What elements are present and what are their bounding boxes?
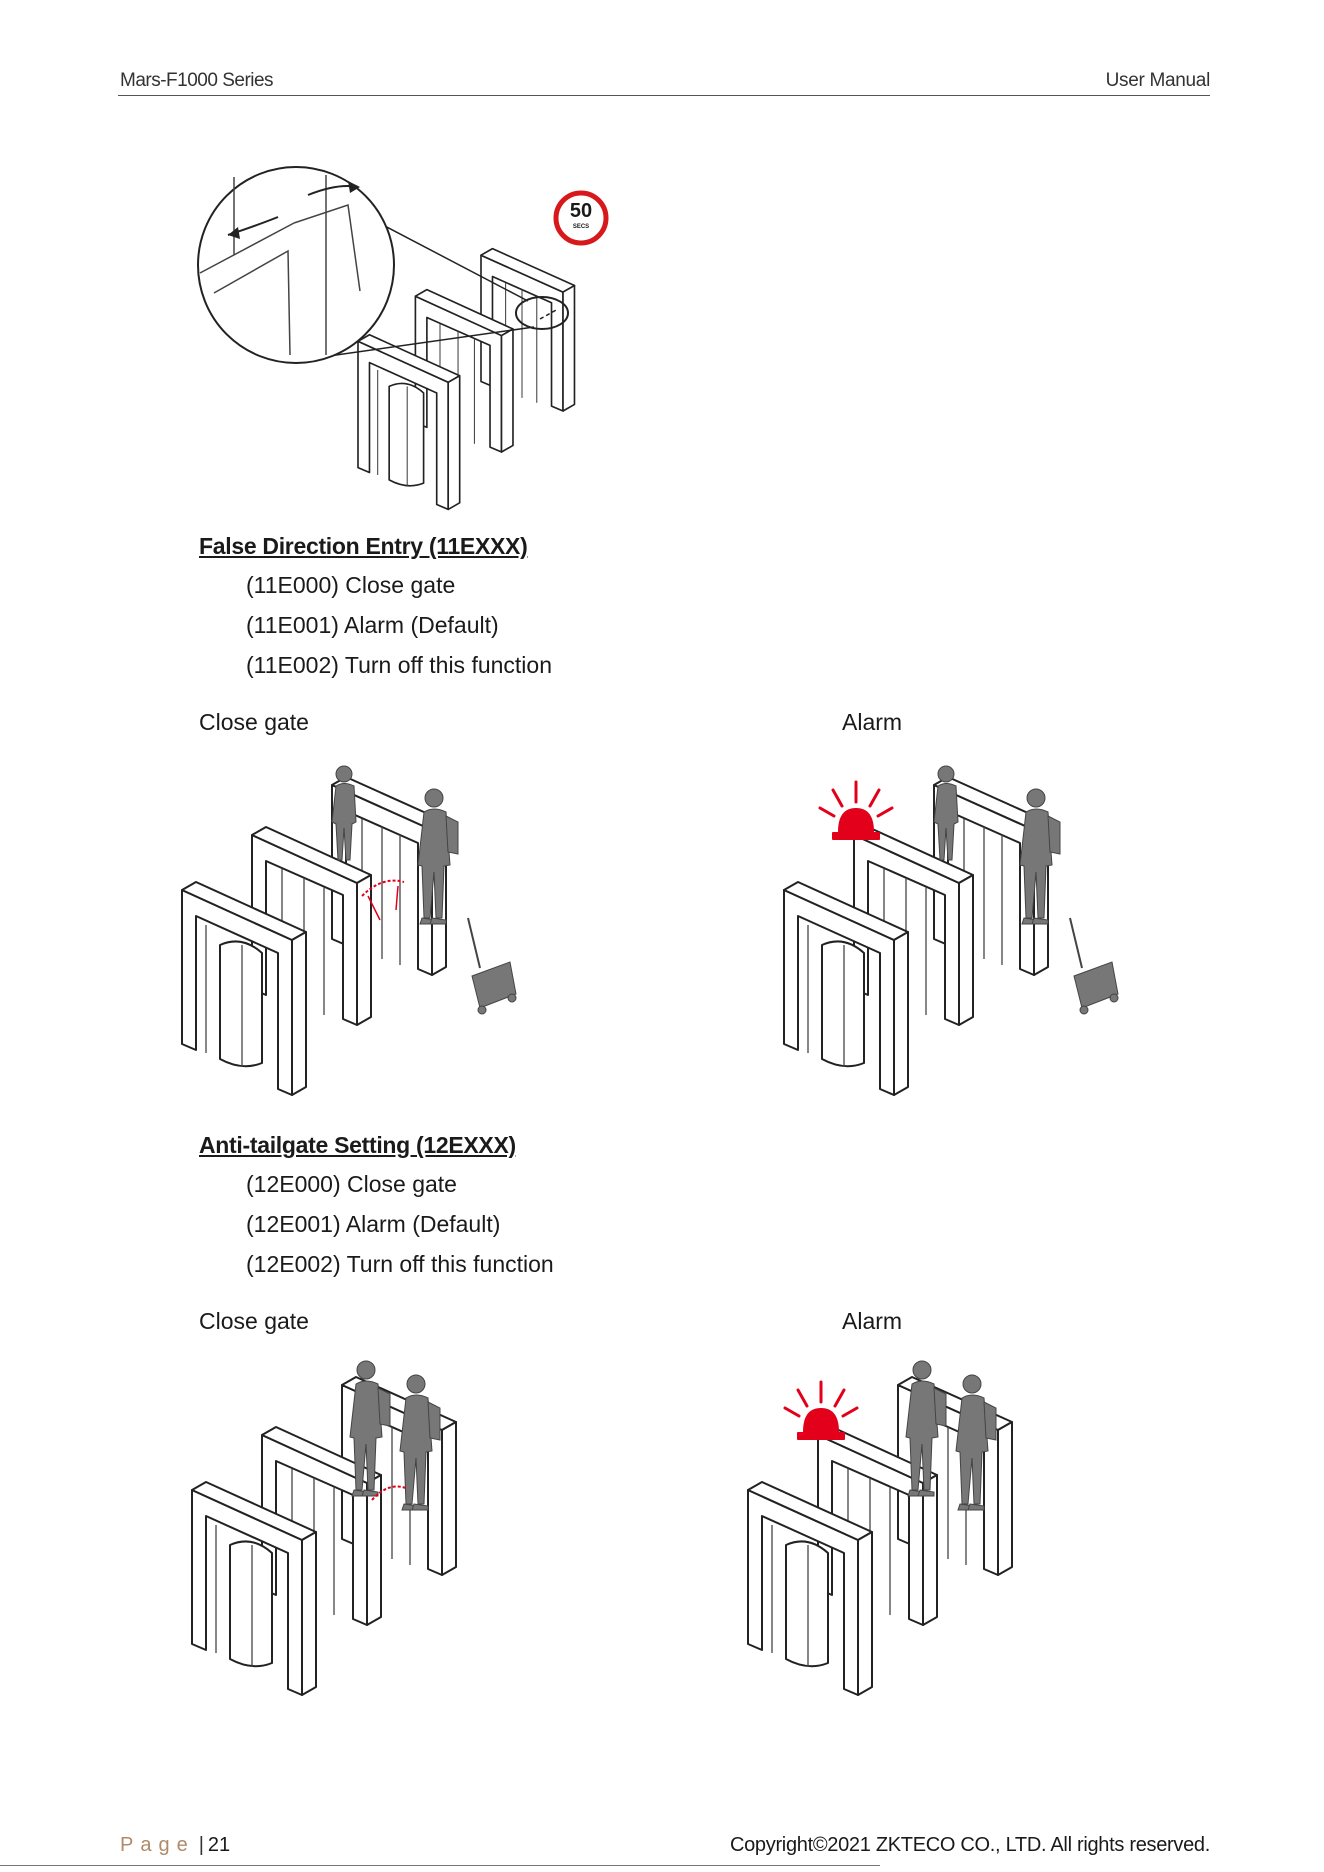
timer-value: 50 <box>569 200 593 222</box>
footer-copyright: Copyright©2021 ZKTECO CO., LTD. All righ… <box>729 1834 1210 1856</box>
caption-close-gate-1: Close gate <box>199 709 309 735</box>
figure-anti-tailgate-close-gate <box>191 1360 522 1700</box>
header-doc-type: User Manual <box>1105 70 1211 91</box>
option-12e002: (12E002) Turn off this function <box>246 1251 554 1277</box>
caption-alarm-2: Alarm <box>842 1308 903 1334</box>
option-11e000: (11E000) Close gate <box>246 572 456 598</box>
footer-page-number: Page|21 <box>120 1834 231 1856</box>
section-title-anti-tailgate: Anti-tailgate Setting (12EXXX) <box>199 1132 516 1158</box>
timer-badge-icon: 50 SECS <box>553 190 609 246</box>
footer-page-num: 21 <box>207 1834 231 1856</box>
option-12e001: (12E001) Alarm (Default) <box>246 1211 501 1237</box>
footer-page-word: Page <box>120 1834 195 1856</box>
alarm-light-icon <box>818 780 894 842</box>
caption-alarm-1: Alarm <box>842 709 903 735</box>
header-rule <box>118 95 1210 96</box>
caption-close-gate-2: Close gate <box>199 1308 309 1334</box>
header-product: Mars-F1000 Series <box>120 70 274 91</box>
option-11e001: (11E001) Alarm (Default) <box>246 612 499 638</box>
figure-gate-zoom <box>197 165 628 511</box>
figure-false-direction-close-gate <box>181 760 552 1100</box>
bottom-rule <box>0 1865 880 1866</box>
alarm-light-icon <box>783 1380 859 1442</box>
option-12e000: (12E000) Close gate <box>246 1171 457 1197</box>
section-title-false-direction: False Direction Entry (11EXXX) <box>199 533 528 559</box>
option-11e002: (11E002) Turn off this function <box>246 652 552 678</box>
timer-unit: SECS <box>572 224 590 230</box>
